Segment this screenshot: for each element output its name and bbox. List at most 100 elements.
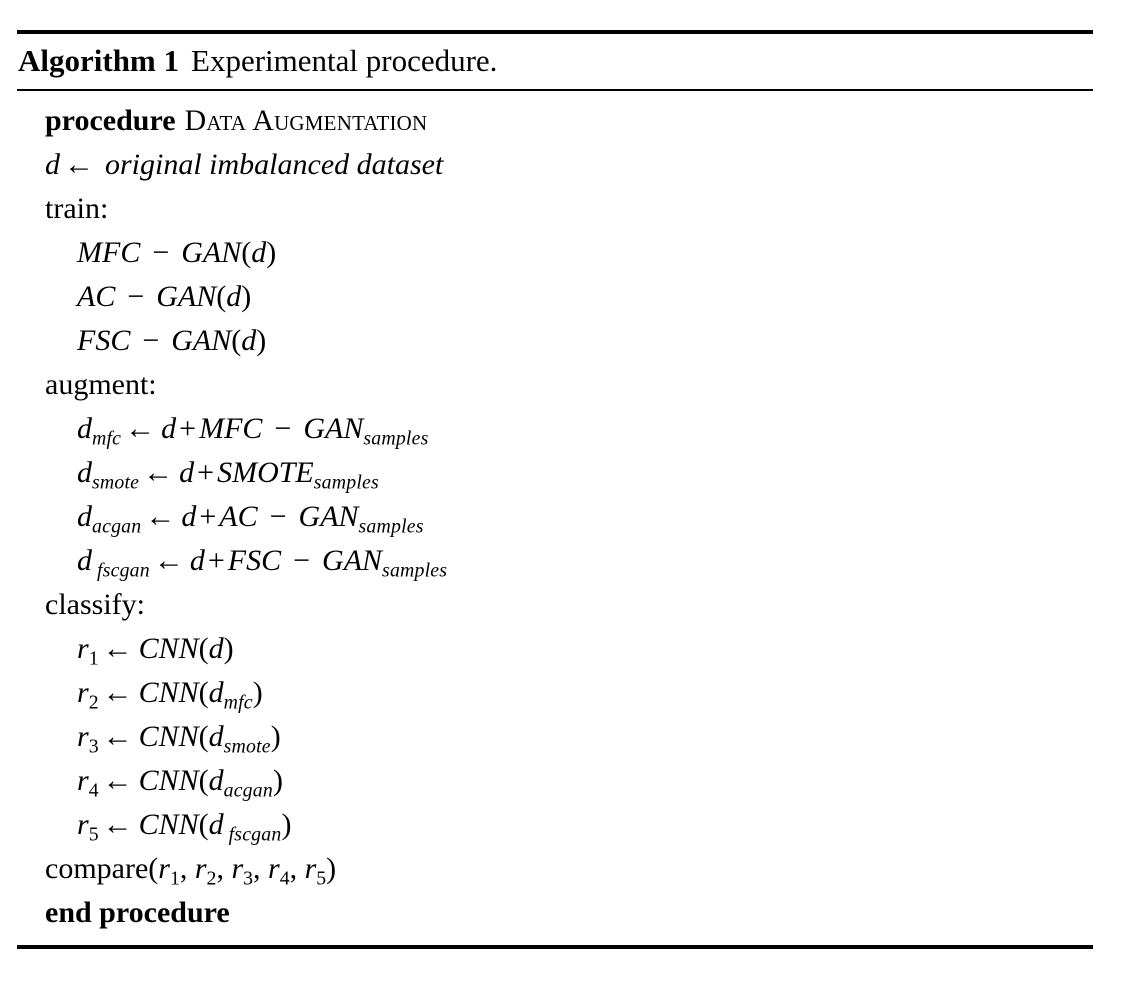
paren-open: ( [198, 764, 209, 797]
line-dataset-assignment: d←original imbalanced dataset [17, 143, 1093, 187]
assign-arrow-icon: ← [102, 632, 133, 665]
assign-arrow-icon: ← [143, 456, 174, 489]
paren-close: ) [281, 808, 292, 841]
augment-lhs: d [77, 500, 92, 533]
train-argument: d [241, 324, 257, 357]
train-model: MFC [77, 236, 141, 269]
classify-argument-subscript: mfc [223, 691, 253, 714]
line-augment-assignment: dmfc←d+MFC−GANsamples [17, 407, 1093, 451]
line-compare: compare(r1, r2, r3, r4, r5) [17, 847, 1093, 891]
plus-operator: + [199, 500, 217, 533]
plus-operator: + [179, 412, 197, 445]
classify-argument-subscript: acgan [223, 779, 273, 802]
caption-rule [17, 89, 1093, 91]
augment-model: MFC [199, 412, 263, 445]
classify-lhs: r [77, 764, 89, 797]
paren-close: ) [252, 676, 263, 709]
comma: , [289, 852, 305, 885]
augment-lhs-subscript: fscgan [97, 559, 150, 582]
line-classify-assignment: r4←CNN(dacgan) [17, 759, 1093, 803]
line-augment-label: augment: [17, 363, 1093, 407]
augment-function: GAN [298, 500, 359, 533]
augment-function-subscript: samples [358, 515, 424, 538]
assign-arrow-icon: ← [64, 148, 94, 181]
minus-operator: − [152, 236, 170, 269]
classify-label: classify: [45, 588, 145, 621]
paren-open: ( [198, 632, 209, 665]
assign-arrow-icon: ← [102, 720, 133, 753]
classify-argument: d [208, 632, 224, 665]
minus-operator: − [274, 412, 292, 445]
compare-arg: r [158, 852, 170, 885]
augment-lhs-subscript: acgan [92, 515, 142, 538]
paren-open: ( [198, 676, 209, 709]
classify-lhs: r [77, 676, 89, 709]
augment-function: GAN [303, 412, 364, 445]
train-model: FSC [77, 324, 131, 357]
assign-arrow-icon: ← [102, 676, 133, 709]
line-classify-assignment: r2←CNN(dmfc) [17, 671, 1093, 715]
line-augment-assignment: dacgan←d+AC−GANsamples [17, 495, 1093, 539]
line-train-call: MFC−GAN(d) [17, 231, 1093, 275]
paren-open: ( [148, 852, 159, 885]
paren-close: ) [241, 280, 252, 313]
compare-arg: r [194, 852, 207, 885]
paren-close: ) [256, 324, 267, 357]
minus-operator: − [293, 544, 311, 577]
paren-open: ( [198, 808, 209, 841]
assign-arrow-icon: ← [153, 544, 184, 577]
paren-open: ( [216, 280, 227, 313]
augment-lhs: d [77, 544, 92, 577]
keyword-end-procedure: end procedure [45, 896, 230, 929]
minus-operator: − [142, 324, 160, 357]
line-train-call: FSC−GAN(d) [17, 319, 1093, 363]
paren-close: ) [326, 852, 337, 885]
augment-lhs: d [77, 412, 92, 445]
train-argument: d [251, 236, 267, 269]
classify-lhs: r [77, 720, 89, 753]
augment-base: d [179, 456, 195, 489]
classify-lhs-subscript: 4 [88, 779, 99, 802]
compare-arg-subscript: 1 [169, 867, 180, 890]
procedure-name: Data Augmentation [184, 104, 428, 137]
train-function: GAN [181, 236, 242, 269]
assign-arrow-icon: ← [125, 412, 156, 445]
paren-close: ) [272, 764, 283, 797]
line-augment-assignment: dsmote←d+SMOTEsamples [17, 451, 1093, 495]
dataset-description: original imbalanced dataset [105, 148, 444, 181]
minus-operator: − [127, 280, 145, 313]
compare-arg-subscript: 5 [316, 867, 327, 890]
comma: , [179, 852, 195, 885]
paren-open: ( [198, 720, 209, 753]
classify-function: CNN [138, 764, 199, 797]
augment-base: d [189, 544, 205, 577]
comma: , [216, 852, 232, 885]
compare-function: compare [45, 852, 149, 885]
top-rule [17, 30, 1093, 34]
classify-function: CNN [138, 808, 199, 841]
augment-function-subscript: samples [363, 427, 429, 450]
classify-argument: d [208, 676, 224, 709]
train-function: GAN [156, 280, 217, 313]
line-end-procedure: end procedure [17, 891, 1093, 935]
compare-arg-subscript: 2 [206, 867, 217, 890]
line-train-call: AC−GAN(d) [17, 275, 1093, 319]
classify-lhs-subscript: 5 [88, 823, 99, 846]
train-model: AC [77, 280, 116, 313]
minus-operator: − [269, 500, 287, 533]
classify-argument-subscript: fscgan [228, 823, 282, 846]
assign-arrow-icon: ← [102, 808, 133, 841]
algorithm-title: Experimental procedure. [191, 43, 498, 78]
classify-argument: d [208, 764, 224, 797]
compare-arg: r [304, 852, 317, 885]
classify-argument: d [208, 720, 224, 753]
compare-arg-subscript: 3 [243, 867, 254, 890]
augment-lhs-subscript: mfc [92, 427, 122, 450]
line-classify-assignment: r1←CNN(d) [17, 627, 1093, 671]
paren-close: ) [266, 236, 277, 269]
train-label: train: [45, 192, 109, 225]
